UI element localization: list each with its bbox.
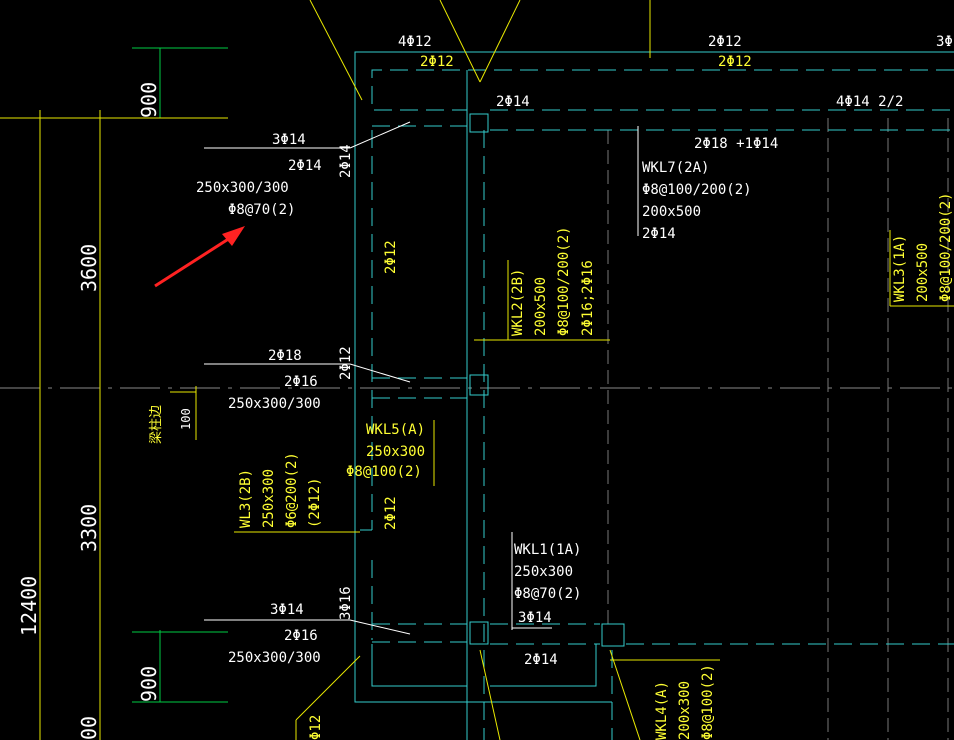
wkl1-rebar: 3Φ14 [518,610,552,626]
label-top-c: 2Φ12 [708,34,742,50]
label-top-a: 4Φ12 [398,34,432,50]
red-annotation-arrow [154,226,245,288]
wkl3-name: WKL3(1A) [892,235,908,302]
wkl4-name: WKL4(A) [654,681,670,740]
wl3-size: 250x300 [261,469,277,528]
dim-3300: 3300 [77,504,101,552]
wkl2-stirrup: Φ8@100/200(2) [556,226,572,336]
cant2-r2: 2Φ16 [284,374,318,390]
cant1-size: 250x300/300 [196,180,289,196]
wkl7-stirrup: Φ8@100/200(2) [642,182,752,198]
vlabel-v2: 2Φ12 [383,240,399,274]
cant3-r2: 2Φ16 [284,628,318,644]
vlabel-v3: 2Φ12 [338,346,354,380]
label-top-g: 3Φ [936,34,953,50]
vlabel-v6: Φ12 [308,715,324,740]
label-top-f: 4Φ14 2/2 [836,94,903,110]
wl3-extra: (2Φ12) [307,477,323,528]
dim-cut: 00 [77,716,101,740]
label-top-e: 2Φ14 [496,94,530,110]
wkl2-size: 200x500 [533,277,549,336]
wkl7-size: 200x500 [642,204,701,220]
wkl5-name: WKL5(A) [366,422,425,438]
wl3-stirrup: Φ6@200(2) [284,452,300,528]
dim-3600: 3600 [77,244,101,292]
dim-900-bottom: 900 [137,666,161,702]
label-top-b: 2Φ12 [420,54,454,70]
beam-outlines [354,51,954,740]
wkl1-size: 250x300 [514,564,573,580]
wkl5-size: 250x300 [366,444,425,460]
wkl3-size: 200x500 [915,243,931,302]
cant1-r1: 3Φ14 [272,132,306,148]
wkl7-top: 2Φ18 +1Φ14 [694,136,778,152]
wkl2-name: WKL2(2B) [510,269,526,336]
labels: 4Φ12 2Φ12 2Φ12 2Φ12 2Φ14 4Φ14 2/2 3Φ 3Φ1… [17,34,954,740]
wkl1-stirrup: Φ8@70(2) [514,586,581,602]
vlabel-v1: 2Φ14 [338,144,354,178]
dimension-lines [0,47,228,740]
label-top-d: 2Φ12 [718,54,752,70]
cant2-r1: 2Φ18 [268,348,302,364]
wkl7-bottom: 2Φ14 [642,226,676,242]
wkl3-stirrup: Φ8@100/200(2) [938,192,954,302]
wkl1-name: WKL1(1A) [514,542,581,558]
wkl4-stirrup: Φ8@100(2) [700,664,716,740]
leader-lines [204,121,639,635]
bottom-rebar: 2Φ14 [524,652,558,668]
cant1-r2: 2Φ14 [288,158,322,174]
wkl7-name: WKL7(2A) [642,160,709,176]
vlabel-v5: 3Φ16 [338,586,354,620]
dim-100: 100 [179,408,193,430]
note-column-edge: 梁柱边 [149,405,164,444]
wl3-name: WL3(2B) [238,469,254,528]
dim-900-top: 900 [137,82,161,118]
wkl2-extra: 2Φ16;2Φ16 [580,260,596,336]
grid-lines [0,118,954,740]
cant2-size: 250x300/300 [228,396,321,412]
wkl4-size: 200x300 [677,681,693,740]
cant1-stirrup: Φ8@70(2) [228,202,295,218]
dim-12400: 12400 [17,576,41,636]
wkl5-stirrup: Φ8@100(2) [346,464,422,480]
vlabel-v4: 2Φ12 [383,496,399,530]
cant3-r1: 3Φ14 [270,602,304,618]
yellow-leaders [234,0,954,740]
cant3-size: 250x300/300 [228,650,321,666]
